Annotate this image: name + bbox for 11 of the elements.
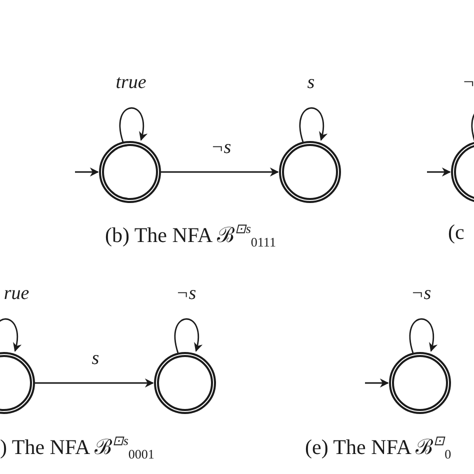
arrow <box>427 168 451 176</box>
arrow <box>75 168 99 176</box>
arrow <box>0 318 22 354</box>
arrow <box>299 107 328 142</box>
arrow <box>409 318 438 354</box>
arrow <box>119 107 148 142</box>
arrow <box>35 378 154 388</box>
arrow <box>365 378 389 388</box>
arrow <box>161 168 279 176</box>
figure-caption: (c <box>448 222 464 243</box>
arrow <box>174 318 202 354</box>
